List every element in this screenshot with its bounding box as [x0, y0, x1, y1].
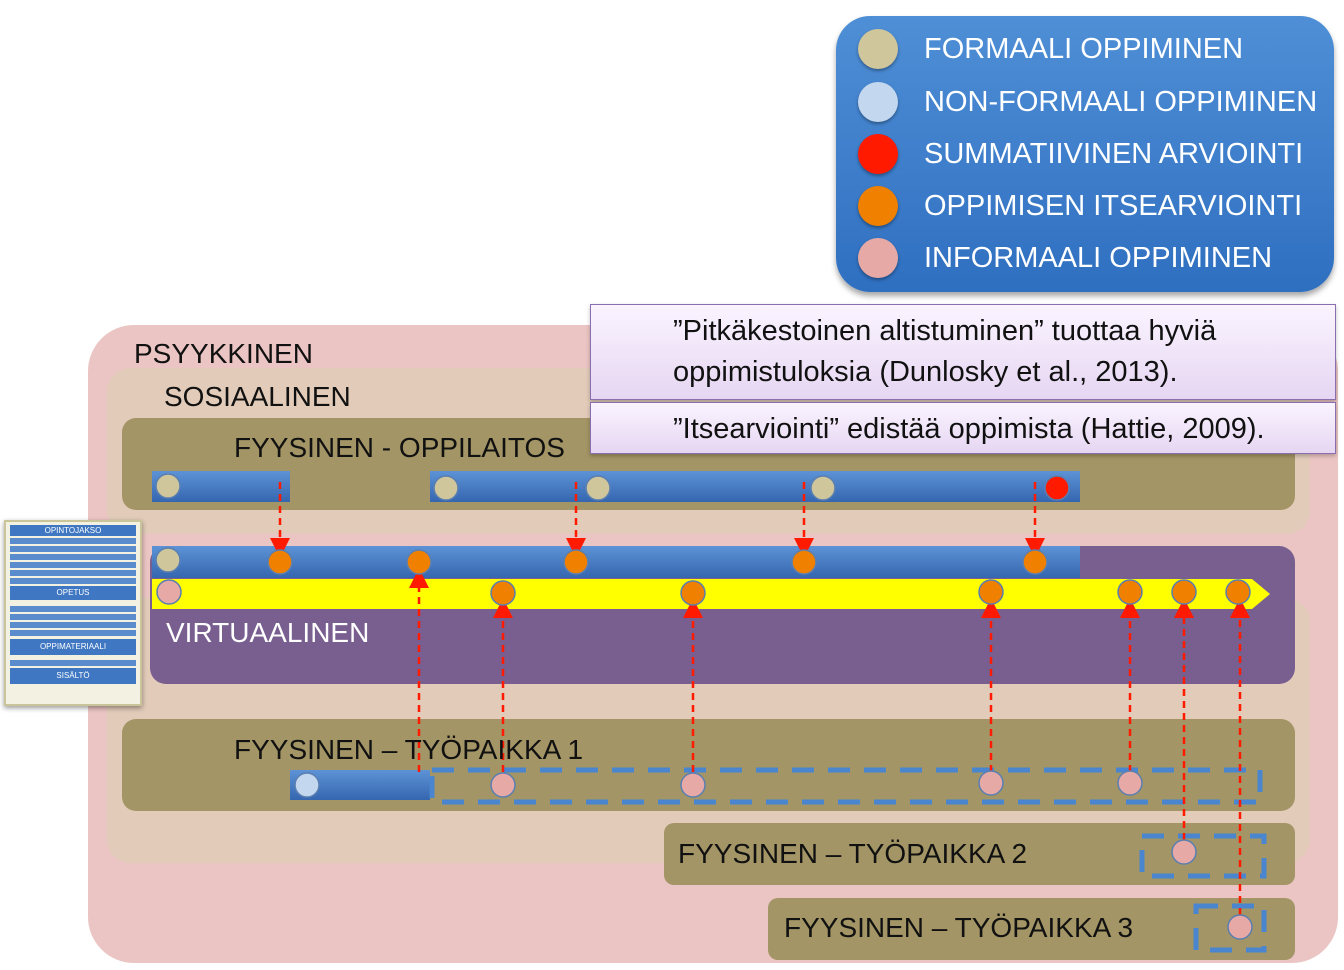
itsearviointi-dot: [406, 549, 432, 575]
oppilaitos-bar-2: [430, 471, 1080, 502]
itsearviointi-dot-icon: [858, 186, 898, 226]
virtual-yellow-timeline: [152, 579, 1270, 609]
itsearviointi-dot: [1022, 549, 1048, 575]
tyopaikka3-layer: [768, 898, 1295, 960]
sosiaalinen-label: SOSIAALINEN: [164, 381, 351, 412]
itsearviointi-dot: [791, 549, 817, 575]
card-title: OPINTOJAKSO: [10, 525, 136, 536]
itsearviointi-dot: [1225, 579, 1251, 605]
virtual-blue-bar: [152, 546, 1080, 578]
formaali-dot: [433, 475, 459, 501]
oppilaitos-label: FYYSINEN - OPPILAITOS: [234, 432, 565, 463]
legend-label: OPPIMISEN ITSEARVIOINTI: [924, 190, 1303, 222]
card-section-oppimateriaali: OPPIMATERIAALI: [10, 639, 136, 655]
card-section-opetus: OPETUS: [10, 586, 136, 600]
card-row: [10, 562, 136, 568]
tyopaikka3-label: FYYSINEN – TYÖPAIKKA 3: [784, 912, 1134, 943]
informaali-dot: [680, 772, 706, 798]
informaali-dot: [156, 579, 182, 605]
legend: FORMAALI OPPIMINEN NON-FORMAALI OPPIMINE…: [836, 16, 1334, 292]
non-formaali-dot: [294, 772, 320, 798]
quote-box-hattie: ”Itsearviointi” edistää oppimista (Hatti…: [590, 402, 1336, 454]
summatiivinen-dot-icon: [858, 134, 898, 174]
card-section-sisalto: SISÄLTÖ: [10, 668, 136, 684]
psyykkinen-label: PSYYKKINEN: [134, 338, 313, 369]
formaali-dot: [155, 473, 181, 499]
tyopaikka3-dashed-area: [1193, 903, 1267, 953]
quote-box-dunlosky: ”Pitkäkestoinen altistuminen” tuottaa hy…: [590, 304, 1336, 400]
quote-line-3: ”Itsearviointi” edistää oppimista (Hatti…: [673, 413, 1265, 445]
card-row: [10, 538, 136, 544]
card-row: [10, 546, 136, 552]
itsearviointi-dot: [563, 549, 589, 575]
legend-label: SUMMATIIVINEN ARVIOINTI: [924, 138, 1304, 170]
opintojakso-card: OPINTOJAKSO OPETUS OPPIMATERIAALI SISÄLT…: [4, 520, 142, 706]
informaali-dot-icon: [858, 238, 898, 278]
informaali-dot: [490, 772, 516, 798]
non-formaali-dot-icon: [858, 82, 898, 122]
informaali-dot: [978, 770, 1004, 796]
itsearviointi-dot: [680, 580, 706, 606]
itsearviointi-dot: [490, 580, 516, 606]
card-row: [10, 578, 136, 584]
card-row: [10, 622, 136, 628]
card-row: [10, 630, 136, 636]
legend-label: FORMAALI OPPIMINEN: [924, 33, 1244, 65]
tyopaikka1-label: FYYSINEN – TYÖPAIKKA 1: [234, 734, 584, 765]
itsearviointi-dot: [978, 579, 1004, 605]
informaali-dot: [1171, 839, 1197, 865]
virtuaalinen-label: VIRTUAALINEN: [166, 617, 370, 648]
legend-label: INFORMAALI OPPIMINEN: [924, 242, 1273, 274]
quote-line-2: oppimistuloksia (Dunlosky et al., 2013).: [673, 356, 1178, 388]
tyopaikka2-dashed-area: [1139, 833, 1267, 879]
summatiivinen-dot: [1044, 475, 1070, 501]
card-row: [10, 570, 136, 576]
formaali-dot-icon: [858, 29, 898, 69]
card-row: [10, 660, 136, 666]
itsearviointi-dot: [1117, 579, 1143, 605]
quote-line-1: ”Pitkäkestoinen altistuminen” tuottaa hy…: [673, 315, 1217, 347]
tyopaikka2-layer: [664, 823, 1295, 885]
itsearviointi-dot: [1171, 579, 1197, 605]
card-row: [10, 614, 136, 620]
formaali-dot: [810, 475, 836, 501]
itsearviointi-dot: [267, 549, 293, 575]
informaali-dot: [1227, 914, 1253, 940]
informaali-dot: [1117, 770, 1143, 796]
card-row: [10, 606, 136, 612]
tyopaikka2-label: FYYSINEN – TYÖPAIKKA 2: [678, 838, 1028, 869]
legend-label: NON-FORMAALI OPPIMINEN: [924, 86, 1318, 118]
tyopaikka1-dashed-area: [429, 767, 1263, 805]
formaali-dot: [155, 547, 181, 573]
card-row: [10, 554, 136, 560]
formaali-dot: [585, 475, 611, 501]
